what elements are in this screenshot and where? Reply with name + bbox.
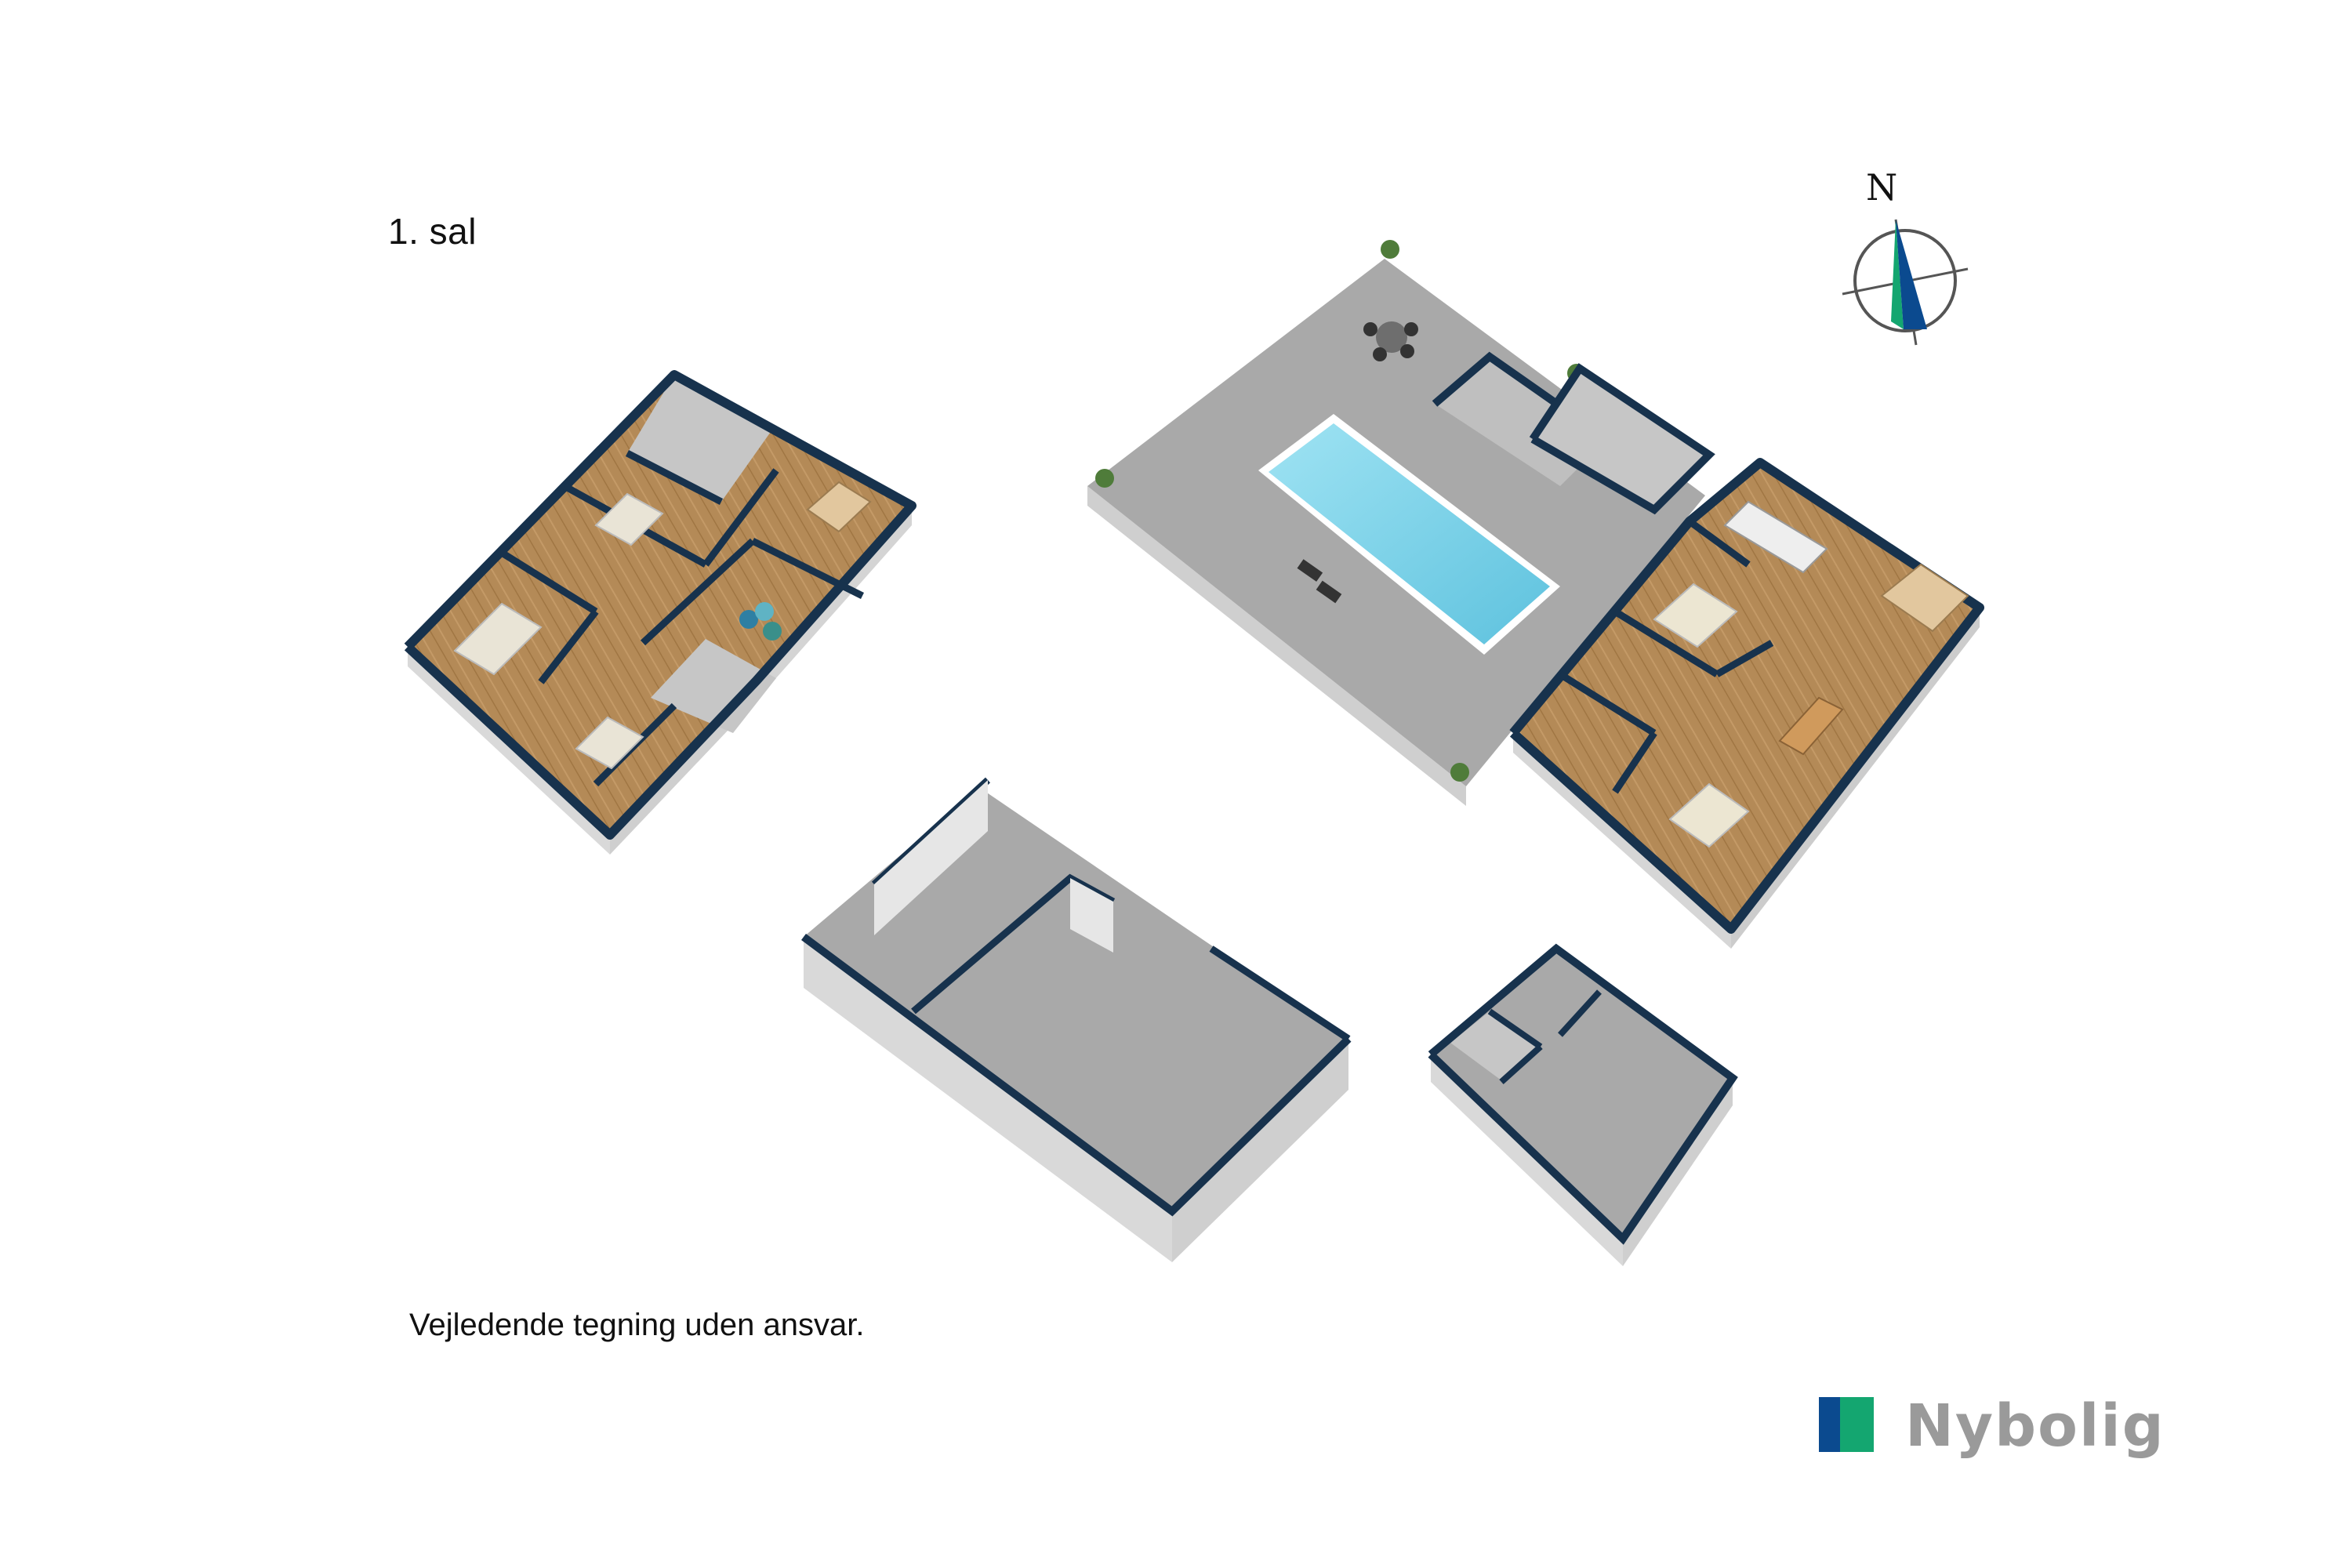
sofa-icon — [1653, 583, 1750, 848]
staircase-icon — [1880, 563, 1969, 633]
dining-table-icon — [1778, 696, 1844, 756]
garage-plan — [801, 777, 1352, 1262]
staircase-icon — [806, 481, 872, 533]
ground-floor-plan — [1087, 240, 1984, 949]
sun-lounger-icon — [1297, 559, 1342, 604]
decor-icon — [739, 602, 782, 641]
compass-north-label: N — [1866, 166, 1898, 209]
bathroom-floor — [651, 639, 776, 733]
bathroom-floor — [1533, 368, 1709, 510]
compass-rose-icon — [1842, 219, 1969, 346]
disclaimer-text: Vejledende tegning uden ansvar. — [409, 1308, 865, 1342]
swimming-pool — [1258, 414, 1560, 655]
upper-floor-plan — [404, 370, 916, 855]
annex-plan — [1428, 943, 1738, 1266]
nybolig-wordmark: Nybolig — [1905, 1392, 2165, 1460]
patio-table-icon — [1363, 321, 1418, 361]
kitchen-counter — [1723, 500, 1828, 574]
floor-label: 1. sal — [388, 211, 477, 252]
nybolig-logo-mark-icon — [1819, 1397, 1874, 1452]
bed-icon — [453, 492, 664, 770]
